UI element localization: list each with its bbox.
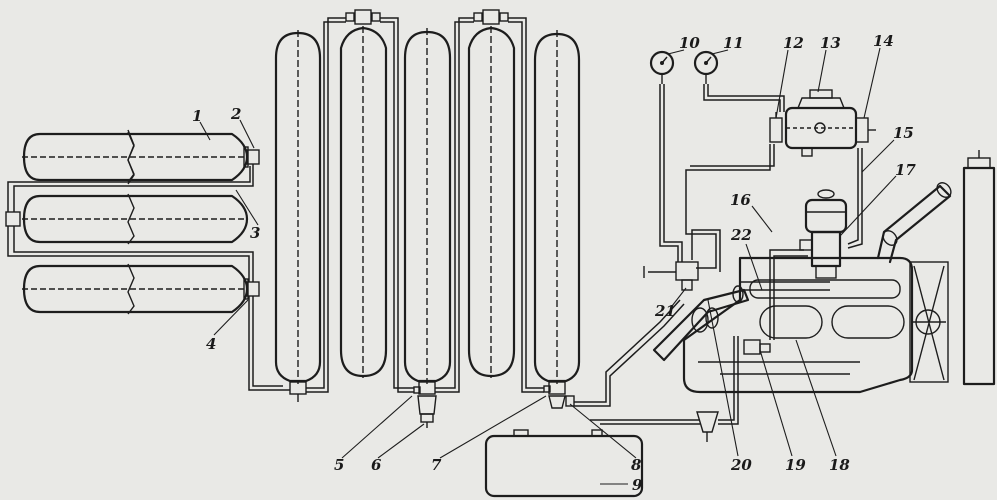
carburetor-pipe-20: [652, 285, 750, 362]
filter-14: [855, 117, 876, 143]
air-filter: [804, 189, 848, 234]
upper-hose: [876, 182, 952, 264]
callout-12: 12: [783, 34, 804, 52]
fan-assembly: [909, 261, 949, 383]
callout-numbers: 1 2 3 4 5 6 7 8 9 10 11 12 13 14 15 16 1…: [192, 32, 916, 494]
intake-manifold-22: [740, 281, 830, 291]
leader-lines: [199, 47, 897, 485]
callout-8: 8: [631, 456, 642, 474]
callout-15: 15: [893, 124, 914, 142]
callout-10: 10: [679, 34, 700, 52]
valve-top-cyl2: [345, 9, 381, 25]
fuel-tank-9: [484, 429, 644, 498]
engine-block: [682, 256, 914, 394]
callout-21: 21: [654, 302, 676, 320]
regulator-19: [743, 339, 771, 355]
gas-reducer-13: [784, 89, 858, 157]
callout-3: 3: [250, 224, 260, 242]
horizontal-cylinder-middle: [22, 193, 249, 245]
callout-1: 1: [192, 107, 202, 125]
valve-7-bottom-cyl5: [543, 381, 566, 409]
callout-5: 5: [334, 456, 344, 474]
mixer-17: [799, 230, 842, 279]
vertical-cylinder-4: [467, 26, 516, 378]
callout-4: 4: [206, 335, 216, 353]
callout-16: 16: [730, 191, 751, 209]
valve-left-middle: [5, 211, 21, 227]
callout-20: 20: [730, 456, 752, 474]
valve-5-bottom-cyl3: [413, 381, 436, 395]
callout-2: 2: [230, 105, 241, 123]
valve-8: [565, 395, 575, 407]
shutoff-valve-21: [643, 261, 699, 291]
vertical-cylinder-5: [533, 30, 581, 384]
horizontal-cylinder-top: [22, 129, 249, 185]
callout-22: 22: [730, 226, 752, 244]
valve-6: [417, 395, 437, 428]
callout-14: 14: [873, 32, 894, 50]
filter-bowl: [696, 411, 719, 442]
radiator: [962, 150, 996, 386]
callout-19: 19: [785, 456, 806, 474]
pressure-gauge-10: [649, 50, 675, 84]
callout-6: 6: [371, 456, 382, 474]
callout-9: 9: [632, 476, 643, 494]
horizontal-cylinder-bottom: [22, 263, 249, 315]
callout-18: 18: [829, 456, 850, 474]
vertical-cylinder-2: [339, 26, 388, 378]
valve-bottom-cyl1: [289, 381, 307, 402]
valve-top-cyl4: [473, 9, 509, 25]
vertical-cylinder-3: [403, 28, 452, 384]
callout-13: 13: [820, 34, 841, 52]
vertical-cylinder-1: [274, 30, 322, 384]
pressure-gauge-11: [693, 50, 719, 84]
callout-7: 7: [431, 456, 442, 474]
callout-17: 17: [895, 161, 916, 179]
callout-11: 11: [723, 34, 744, 52]
